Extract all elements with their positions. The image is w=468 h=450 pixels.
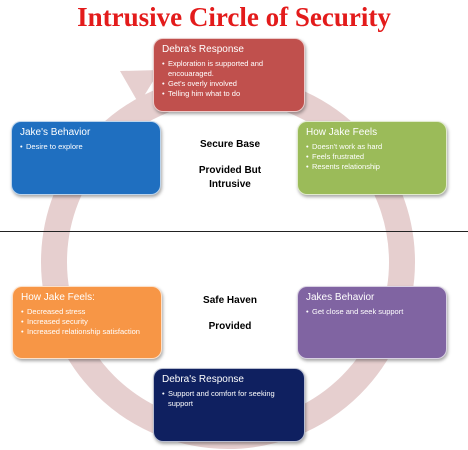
jakes-behavior-bottom-box: Jakes Behavior Get close and seek suppor… — [297, 286, 447, 359]
box-item: Telling him what to do — [162, 89, 296, 99]
box-item: Get close and seek support — [306, 307, 438, 317]
box-heading: Debra's Response — [162, 44, 244, 55]
safe-haven-label: Safe Haven Provided — [180, 294, 280, 334]
box-item: Resents relationship — [306, 162, 438, 172]
box-item: Decreased stress — [21, 307, 153, 317]
debras-response-top-box: Debra's Response Exploration is supporte… — [153, 38, 305, 112]
secure-base-label: Secure Base Provided But Intrusive — [180, 138, 280, 192]
box-item: Increased relationship satisfaction — [21, 327, 153, 337]
safe-haven-line1: Safe Haven — [203, 295, 257, 306]
box-item: Exploration is supported and encouaraged… — [162, 59, 296, 79]
diagram-title: Intrusive Circle of Security — [77, 2, 391, 32]
box-heading: Jake's Behavior — [20, 127, 91, 138]
box-heading: Jakes Behavior — [306, 292, 375, 303]
safe-haven-line2: Provided — [208, 321, 252, 332]
box-item: Doesn't work as hard — [306, 142, 438, 152]
section-divider — [0, 231, 468, 232]
how-jake-feels-bottom-box: How Jake Feels: Decreased stress Increas… — [12, 286, 162, 359]
box-item: Support and comfort for seeking support — [162, 389, 296, 409]
box-item: Increased security — [21, 317, 153, 327]
debras-response-bottom-box: Debra's Response Support and comfort for… — [153, 368, 305, 442]
box-heading: How Jake Feels: — [21, 292, 95, 303]
secure-base-line3: Intrusive — [209, 179, 251, 190]
box-item: Desire to explore — [20, 142, 152, 152]
cycle-arrowhead — [120, 70, 160, 104]
jakes-behavior-top-box: Jake's Behavior Desire to explore — [11, 121, 161, 195]
secure-base-line1: Secure Base — [199, 139, 261, 150]
box-item: Feels frustrated — [306, 152, 438, 162]
how-jake-feels-top-box: How Jake Feels Doesn't work as hard Feel… — [297, 121, 447, 195]
box-heading: How Jake Feels — [306, 127, 378, 138]
secure-base-line2: Provided But — [198, 165, 262, 176]
box-item: Get's overly involved — [162, 79, 296, 89]
box-heading: Debra's Response — [162, 374, 244, 385]
